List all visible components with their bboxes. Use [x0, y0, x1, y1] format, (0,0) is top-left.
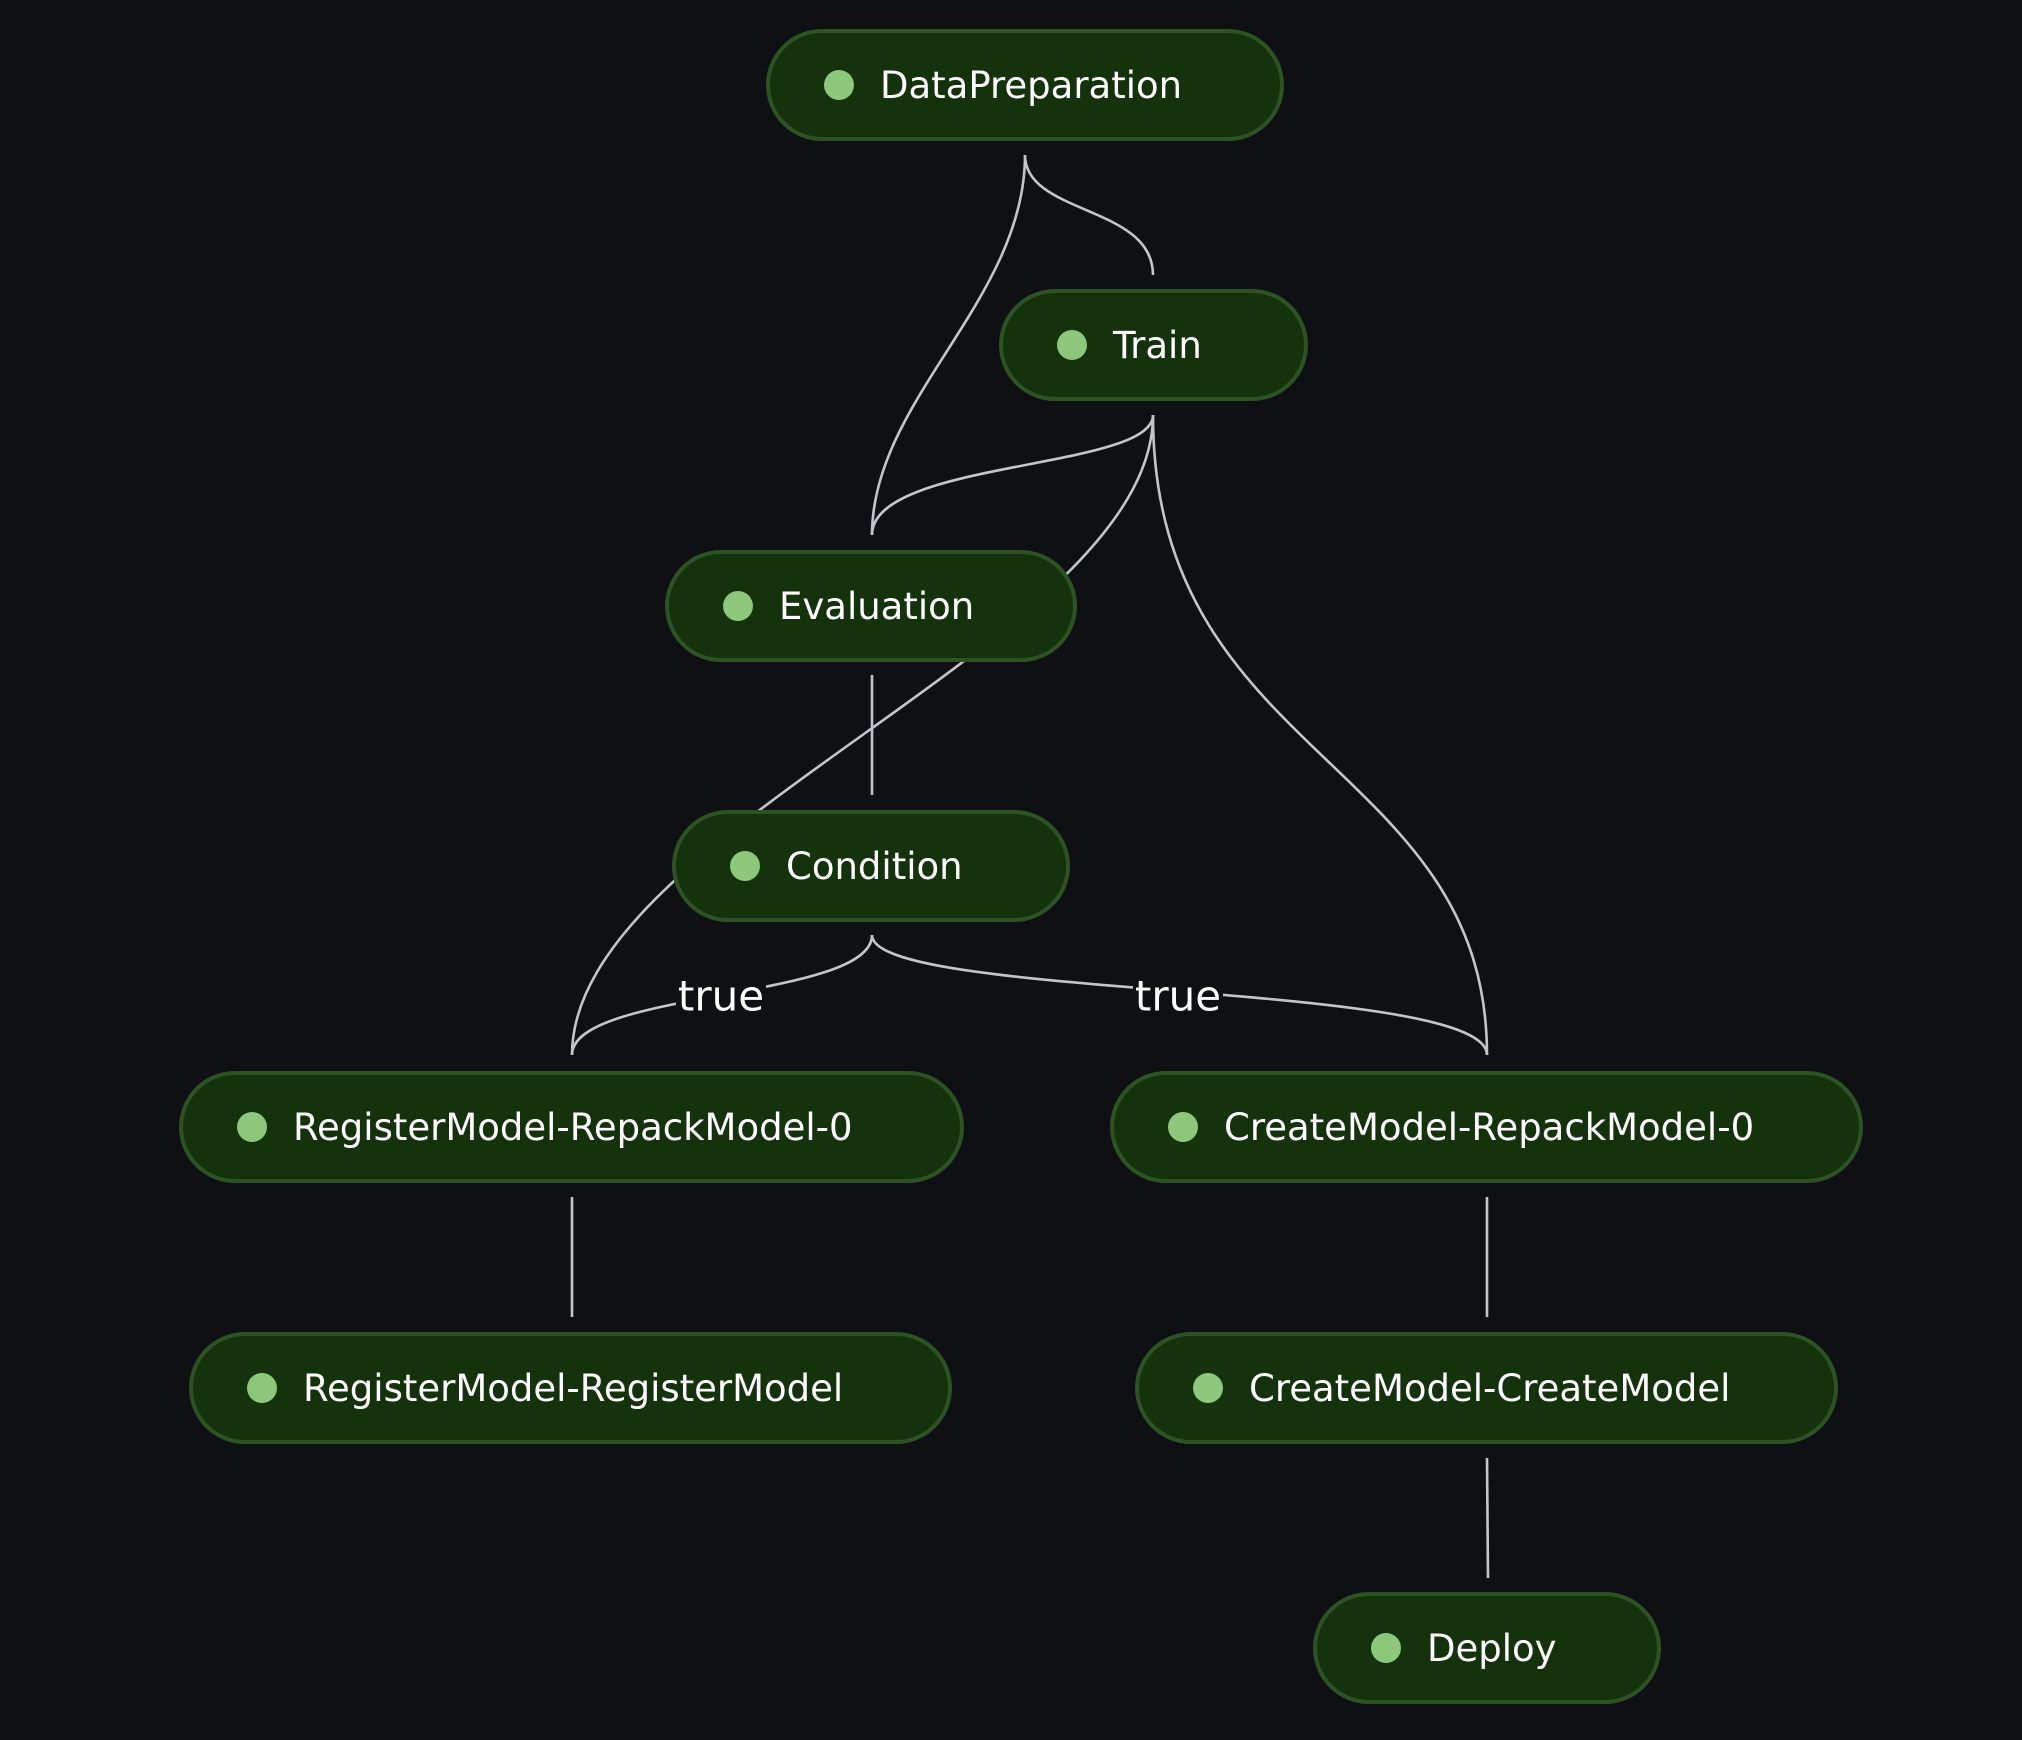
status-dot-icon: [1193, 1373, 1223, 1403]
edge-label-bg: [1133, 972, 1223, 1018]
node-evaluation[interactable]: Evaluation: [665, 550, 1077, 662]
node-createmodel-createmodel[interactable]: CreateModel-CreateModel: [1135, 1332, 1838, 1444]
status-dot-icon: [1371, 1633, 1401, 1663]
node-deploy[interactable]: Deploy: [1313, 1592, 1661, 1704]
node-label: Deploy: [1427, 1626, 1557, 1670]
node-label: Condition: [786, 844, 963, 888]
edge-label-true-create: true: [1135, 972, 1221, 1021]
node-label: Train: [1113, 323, 1202, 367]
edge-train-evaluation: [870, 414, 1155, 536]
node-condition[interactable]: Condition: [672, 810, 1070, 922]
status-dot-icon: [247, 1373, 277, 1403]
status-dot-icon: [824, 70, 854, 100]
node-registermodel-repackmodel-0[interactable]: RegisterModel-RepackModel-0: [179, 1071, 964, 1183]
status-dot-icon: [723, 591, 753, 621]
edge-datapreparation-evaluation: [870, 154, 1027, 536]
edge-label-true-register: true: [678, 972, 764, 1021]
node-label: Evaluation: [779, 584, 975, 628]
node-train[interactable]: Train: [999, 289, 1308, 401]
edge-createmodel-createmodel-deploy: [1485, 1457, 1490, 1579]
edge-train-createmodel-repackmodel-0: [1151, 414, 1489, 1056]
status-dot-icon: [1057, 330, 1087, 360]
node-registermodel-registermodel[interactable]: RegisterModel-RegisterModel: [189, 1332, 952, 1444]
node-label: CreateModel-CreateModel: [1249, 1366, 1731, 1410]
edge-train-registermodel-repackmodel-0: [570, 414, 1155, 1056]
edge-datapreparation-train: [1023, 154, 1155, 276]
node-label: CreateModel-RepackModel-0: [1224, 1105, 1755, 1149]
edge-label-bg: [676, 972, 766, 1018]
node-label: RegisterModel-RegisterModel: [303, 1366, 844, 1410]
status-dot-icon: [237, 1112, 267, 1142]
node-label: DataPreparation: [880, 63, 1183, 107]
status-dot-icon: [730, 851, 760, 881]
node-datapreparation[interactable]: DataPreparation: [766, 29, 1284, 141]
status-dot-icon: [1168, 1112, 1198, 1142]
node-createmodel-repackmodel-0[interactable]: CreateModel-RepackModel-0: [1110, 1071, 1863, 1183]
node-label: RegisterModel-RepackModel-0: [293, 1105, 853, 1149]
